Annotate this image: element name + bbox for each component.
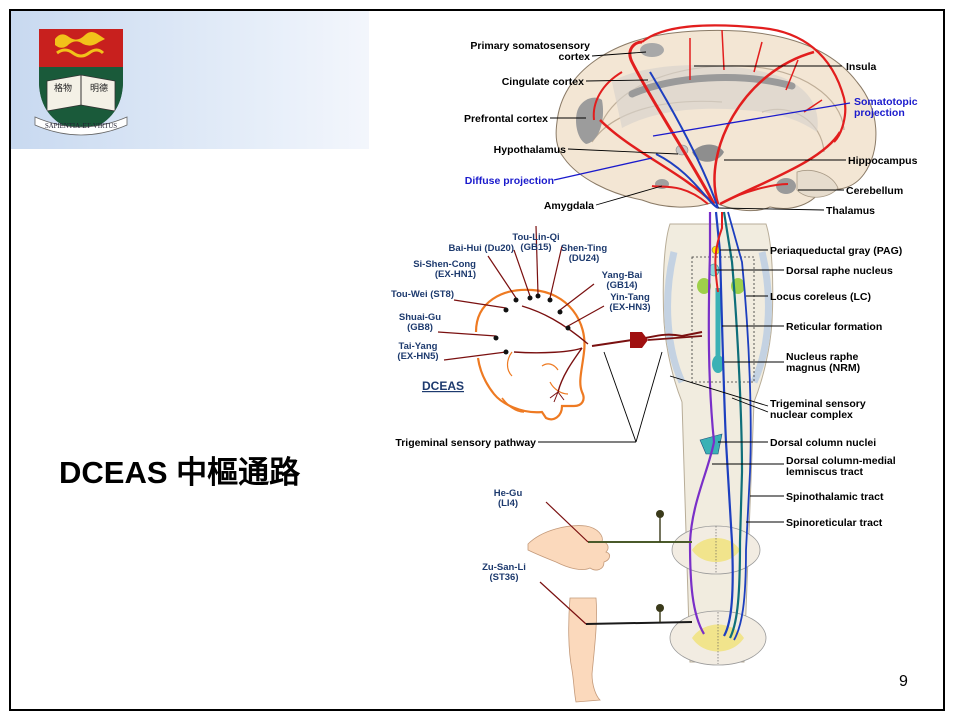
acupoint-nodes [494, 294, 571, 355]
label-cerebellum: Cerebellum [846, 185, 903, 197]
label-thalamus: Thalamus [826, 205, 875, 217]
label-locus-coreleus: Locus coreleus (LC) [770, 291, 871, 303]
acupoint-yin-tang-2: (EX-HN3) [609, 302, 650, 313]
stimulator-connector [630, 332, 648, 348]
label-dorsal-column-lemniscus-2: lemniscus tract [786, 466, 864, 478]
leg-illustration [540, 582, 692, 702]
acupoint-tou-lin-qi-2: (GB15) [520, 242, 551, 253]
acupoint-zu-san-li-2: (ST36) [489, 572, 518, 583]
hand-illustration [528, 502, 692, 570]
acupoint-shuai-gu-2: (GB8) [407, 322, 433, 333]
dceas-pathway-diagram: Primary somatosensory cortex Cingulate c… [11, 11, 945, 711]
label-diffuse-projection: Diffuse projection [465, 175, 554, 187]
slide-frame: 格物 明德 SAPIENTIA·ET·VIRTUS DCEAS 中樞通路 9 [9, 9, 945, 711]
label-hypothalamus: Hypothalamus [494, 144, 567, 156]
label-dorsal-raphe: Dorsal raphe nucleus [786, 265, 893, 277]
label-spinoreticular: Spinoreticular tract [786, 517, 883, 529]
label-primary-somatosensory-2: cortex [558, 51, 590, 63]
label-reticular-formation: Reticular formation [786, 321, 882, 333]
label-hippocampus: Hippocampus [848, 155, 918, 167]
label-nrm-2: magnus (NRM) [786, 362, 860, 374]
label-insula: Insula [846, 61, 877, 73]
label-dorsal-column-nuclei: Dorsal column nuclei [770, 437, 876, 449]
label-somatotopic-2: projection [854, 107, 905, 119]
label-amygdala: Amygdala [544, 200, 594, 212]
acupoint-tai-yang-2: (EX-HN5) [397, 351, 438, 362]
label-trigeminal-pathway: Trigeminal sensory pathway [395, 437, 536, 449]
label-pag: Periaqueductal gray (PAG) [770, 245, 902, 257]
acupoint-he-gu-2: (LI4) [498, 498, 518, 509]
acupoint-bai-hui: Bai-Hui (Du20) [449, 243, 514, 254]
acupoint-yang-bai-2: (GB14) [606, 280, 637, 291]
label-prefrontal-cortex: Prefrontal cortex [464, 113, 548, 125]
brainstem-labels: Periaqueductal gray (PAG) Dorsal raphe n… [770, 245, 902, 529]
brain-illustration [556, 30, 876, 210]
label-cingulate-cortex: Cingulate cortex [502, 76, 584, 88]
label-trigeminal-complex-2: nuclear complex [770, 409, 853, 421]
label-spinothalamic: Spinothalamic tract [786, 491, 884, 503]
acupoint-tou-wei: Tou-Wei (ST8) [391, 289, 454, 300]
label-dceas: DCEAS [422, 379, 464, 393]
acupoint-shen-ting-2: (DU24) [569, 253, 600, 264]
acupoint-si-shen-cong-2: (EX-HN1) [435, 269, 476, 280]
acupoint-labels: Tou-Lin-Qi (GB15) Bai-Hui (Du20) Shen-Ti… [391, 232, 651, 583]
